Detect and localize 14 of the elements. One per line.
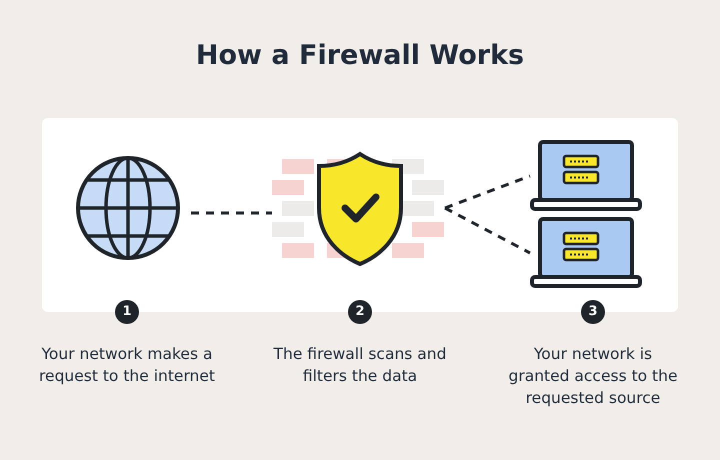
connector (191, 212, 272, 214)
step-number: 3 (581, 300, 605, 324)
laptop-icon (530, 217, 642, 289)
step-description: Your network is granted access to the requested source (508, 344, 678, 409)
connector (444, 174, 531, 210)
title: How a Firewall Works (194, 40, 526, 71)
globe-icon (75, 155, 181, 261)
laptop-icon (530, 140, 642, 212)
connector (444, 206, 531, 254)
step-description: Your network makes a request to the internet (38, 344, 216, 387)
step-description: The firewall scans and filters the data (272, 344, 448, 387)
step-number: 2 (348, 300, 372, 324)
shield-check-icon (315, 150, 405, 268)
step-number: 1 (115, 300, 139, 324)
